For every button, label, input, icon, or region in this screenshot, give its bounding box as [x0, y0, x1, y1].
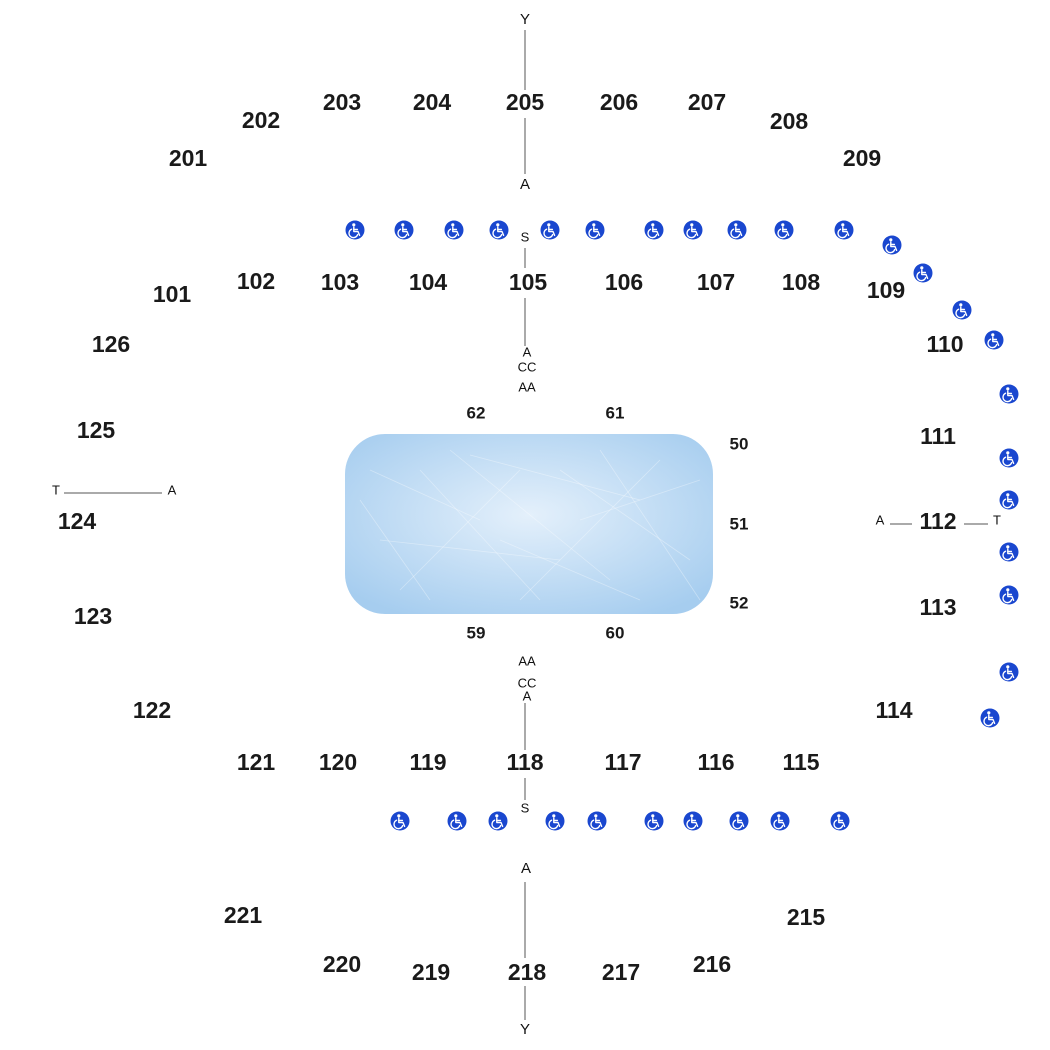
- section-119[interactable]: 119: [409, 749, 446, 775]
- section-105[interactable]: 105: [509, 269, 548, 295]
- section-103[interactable]: 103: [321, 269, 359, 295]
- section-120[interactable]: 120: [319, 749, 357, 775]
- row-marker-bottom-cc: CC: [518, 675, 537, 690]
- row-marker-bottom-s: S: [521, 800, 530, 815]
- section-112[interactable]: 112: [919, 508, 956, 534]
- section-101[interactable]: 101: [153, 281, 192, 307]
- section-126[interactable]: 126: [92, 331, 130, 357]
- ice-rink: [345, 434, 713, 614]
- section-106[interactable]: 106: [605, 269, 643, 295]
- section-59[interactable]: 59: [467, 623, 486, 642]
- ice-scratches: [359, 449, 701, 601]
- section-52[interactable]: 52: [730, 593, 749, 612]
- section-115[interactable]: 115: [782, 749, 819, 775]
- section-114[interactable]: 114: [875, 697, 912, 723]
- section-218[interactable]: 218: [508, 959, 547, 985]
- row-marker-top-aa: AA: [518, 379, 536, 394]
- row-marker-top-s: S: [521, 229, 530, 244]
- section-201[interactable]: 201: [169, 145, 208, 171]
- row-markers: Y A S A CC AA AA CC A S A Y T A A T: [52, 11, 1001, 1038]
- section-116[interactable]: 116: [697, 749, 734, 775]
- section-216[interactable]: 216: [693, 951, 731, 977]
- section-121[interactable]: 121: [237, 749, 276, 775]
- section-220[interactable]: 220: [323, 951, 361, 977]
- section-203[interactable]: 203: [323, 89, 361, 115]
- upper-sections-bottom: 215 216 217 218 219 220 221: [224, 902, 826, 985]
- section-204[interactable]: 204: [413, 89, 452, 115]
- section-124[interactable]: 124: [58, 508, 97, 534]
- section-206[interactable]: 206: [600, 89, 638, 115]
- row-marker-right-t: T: [993, 512, 1001, 527]
- row-marker-top-cc: CC: [518, 359, 537, 374]
- row-marker-lines: [64, 30, 988, 1020]
- section-209[interactable]: 209: [843, 145, 881, 171]
- row-marker-bottom-a: A: [523, 688, 532, 703]
- section-208[interactable]: 208: [770, 108, 809, 134]
- section-107[interactable]: 107: [697, 269, 735, 295]
- section-205[interactable]: 205: [506, 89, 545, 115]
- section-110[interactable]: 110: [926, 331, 963, 357]
- section-125[interactable]: 125: [77, 417, 116, 443]
- row-marker-bottom-aa: AA: [518, 653, 536, 668]
- section-122[interactable]: 122: [133, 697, 171, 723]
- section-108[interactable]: 108: [782, 269, 821, 295]
- section-104[interactable]: 104: [409, 269, 448, 295]
- row-marker-left-a: A: [168, 482, 177, 497]
- floor-sections: 50 51 52 59 60 61 62: [467, 403, 749, 642]
- section-207[interactable]: 207: [688, 89, 726, 115]
- row-marker-right-a: A: [876, 512, 885, 527]
- section-202[interactable]: 202: [242, 107, 280, 133]
- upper-sections-top: 201 202 203 204 205 206 207 208 209: [169, 89, 881, 171]
- section-221[interactable]: 221: [224, 902, 263, 928]
- section-113[interactable]: 113: [919, 594, 956, 620]
- section-118[interactable]: 118: [506, 749, 543, 775]
- section-109[interactable]: 109: [867, 277, 905, 303]
- row-marker-top-y: Y: [520, 11, 530, 28]
- row-marker-bottom-a2: A: [521, 860, 531, 877]
- lower-sections: 101 102 103 104 105 106 107 108 109 110 …: [58, 268, 964, 775]
- row-marker-bottom-y: Y: [520, 1021, 530, 1038]
- section-62[interactable]: 62: [467, 403, 486, 422]
- section-215[interactable]: 215: [787, 904, 826, 930]
- section-50[interactable]: 50: [730, 434, 749, 453]
- section-61[interactable]: 61: [606, 403, 625, 422]
- row-marker-top-a: A: [520, 176, 530, 193]
- section-60[interactable]: 60: [606, 623, 625, 642]
- section-102[interactable]: 102: [237, 268, 275, 294]
- section-219[interactable]: 219: [412, 959, 450, 985]
- section-217[interactable]: 217: [602, 959, 640, 985]
- section-123[interactable]: 123: [74, 603, 112, 629]
- row-marker-left-t: T: [52, 482, 60, 497]
- section-111[interactable]: 111: [920, 423, 956, 449]
- section-51[interactable]: 51: [730, 514, 749, 533]
- section-117[interactable]: 117: [604, 749, 641, 775]
- row-marker-top-a2: A: [523, 344, 532, 359]
